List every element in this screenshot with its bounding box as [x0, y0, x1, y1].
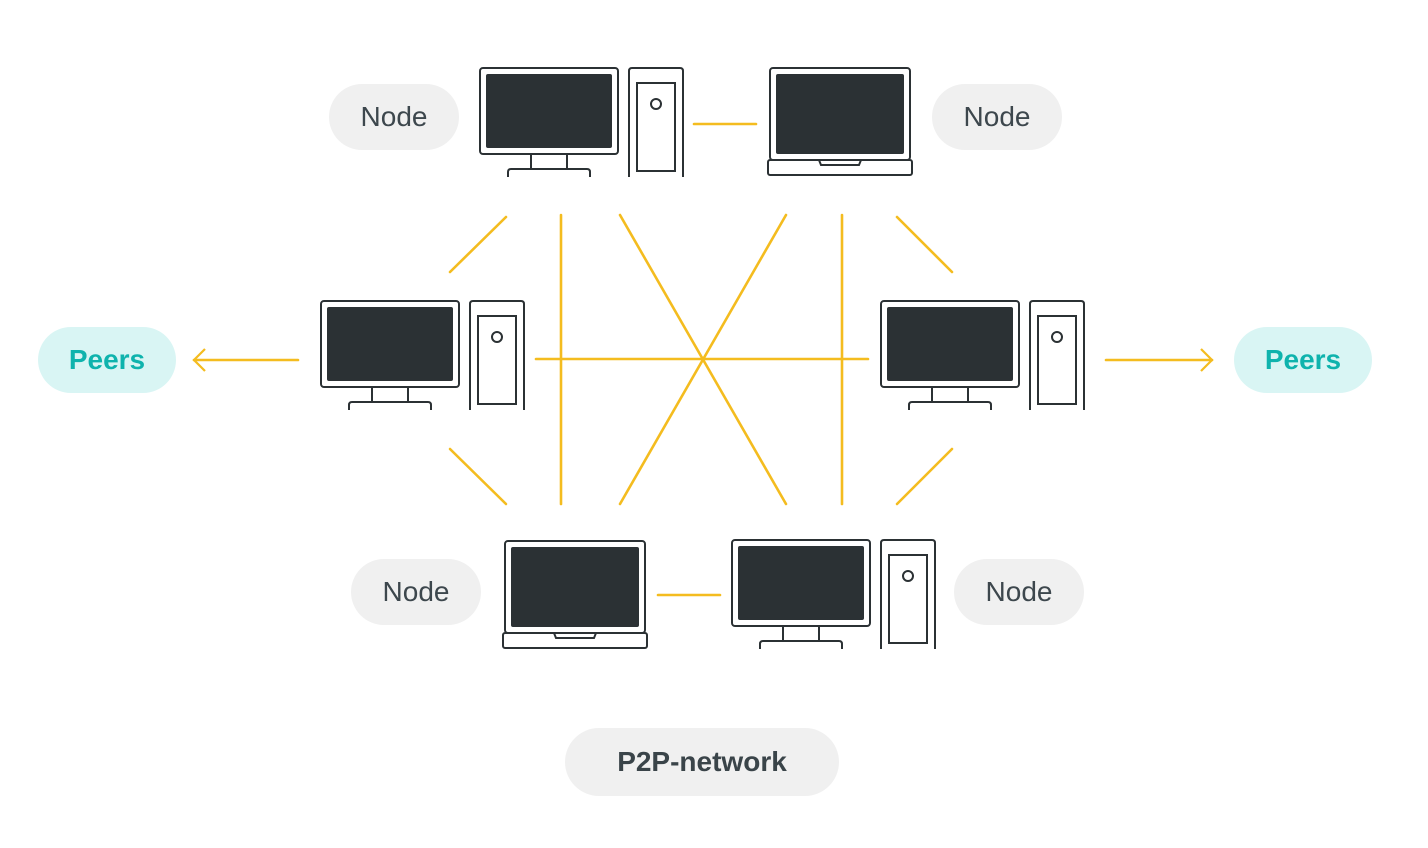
desktop-tower-icon [628, 67, 684, 177]
node-label-top-left: Node [329, 84, 459, 150]
link-topright-to-middleright [895, 215, 954, 274]
link-bottomright-to-middleright [895, 447, 954, 506]
device-middle-right [880, 300, 1085, 410]
laptop-icon [767, 67, 913, 176]
node-label-bottom-left: Node [351, 559, 481, 625]
device-top-left [479, 67, 684, 177]
device-middle-left [320, 300, 525, 410]
link-bottomleft-to-middleleft [448, 447, 508, 506]
desktop-tower-icon [1029, 300, 1085, 410]
device-bottom-left [502, 540, 648, 649]
desktop-tower-icon [469, 300, 525, 410]
link-topleft-to-middleleft [448, 215, 508, 274]
link-diagonal-up [618, 213, 788, 506]
desktop-monitor-icon [731, 539, 871, 649]
node-label-bottom-right: Node [954, 559, 1084, 625]
desktop-monitor-icon [479, 67, 619, 177]
device-top-right [767, 67, 913, 176]
device-bottom-right [731, 539, 936, 649]
desktop-monitor-icon [880, 300, 1020, 410]
node-label-top-right: Node [932, 84, 1062, 150]
desktop-monitor-icon [320, 300, 460, 410]
desktop-tower-icon [880, 539, 936, 649]
peers-label-left: Peers [38, 327, 176, 393]
laptop-icon [502, 540, 648, 649]
connections [192, 122, 1214, 597]
peers-label-right: Peers [1234, 327, 1372, 393]
network-title: P2P-network [565, 728, 839, 796]
